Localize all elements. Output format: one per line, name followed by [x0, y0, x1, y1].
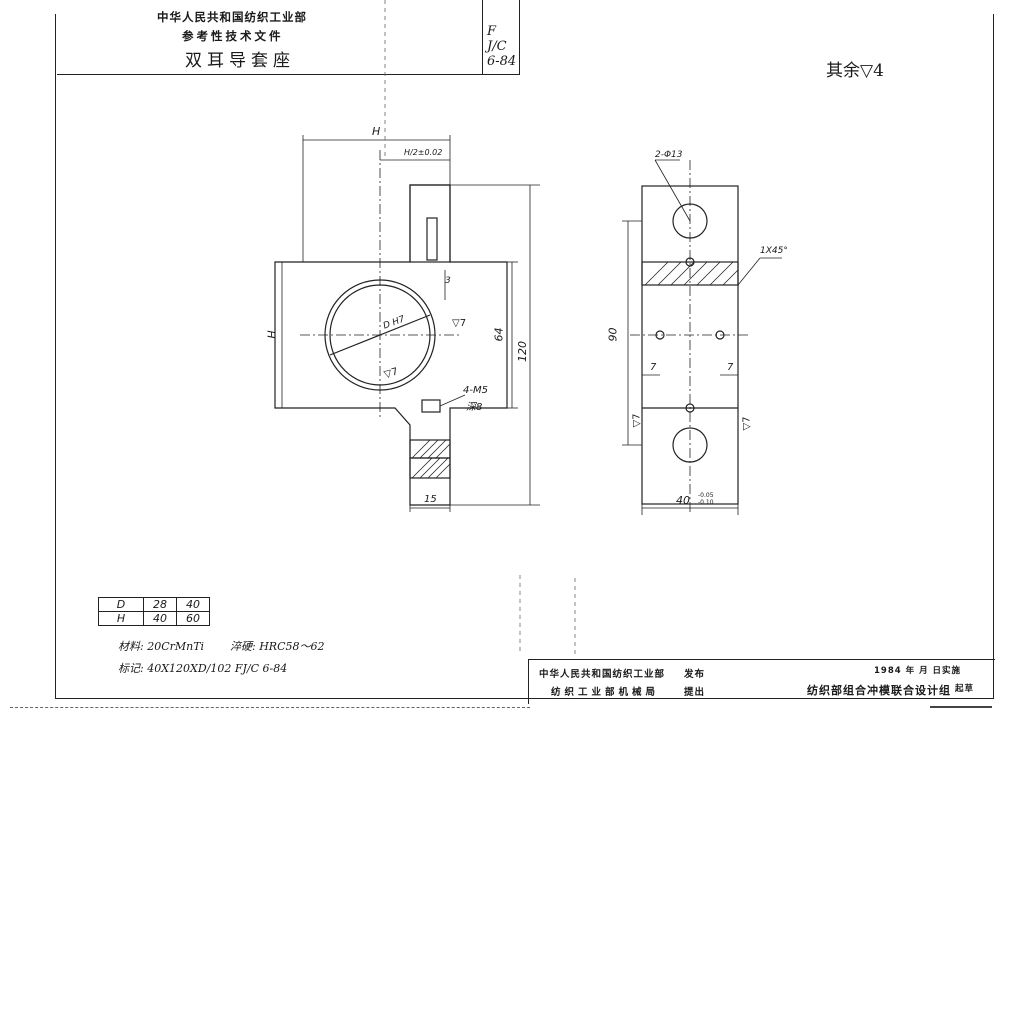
doc-code: F J/C 6-84 — [487, 24, 517, 69]
dim-width-40: 40 — [676, 494, 690, 507]
hardness-note: 淬硬: HRC58～62 — [230, 640, 325, 653]
draft-label: 起草 — [955, 684, 975, 694]
side-view — [274, 135, 540, 512]
table-cell: 60 — [176, 611, 210, 626]
drawing-frame — [55, 14, 994, 699]
dim-chamfer: 1X45° — [760, 246, 788, 256]
material-note: 材料: 20CrMnTi — [118, 640, 205, 653]
dim-90: 90 — [606, 327, 620, 342]
dim-h-left: H — [265, 330, 279, 339]
dim-120: 120 — [516, 341, 529, 362]
issue-label: 发布 — [684, 669, 706, 680]
issuer-label: 中华人民共和国纺织工业部 — [539, 669, 666, 680]
dim-3: 3 — [445, 276, 451, 286]
table-cell: 28 — [143, 597, 177, 612]
table-cell: 40 — [176, 597, 210, 612]
part-name-title: 双耳导套座 — [185, 51, 295, 71]
proposer-label: 纺织工业部机械局 — [551, 687, 660, 698]
scan-artifact-line — [10, 707, 530, 708]
table-cell: H — [98, 611, 144, 626]
table-cell: D — [98, 597, 144, 612]
ministry-label: 中华人民共和国纺织工业部 — [157, 10, 307, 24]
dim-width-tol: -0.05 -0.10 — [698, 492, 714, 506]
dim-15: 15 — [424, 494, 437, 505]
front-view — [622, 159, 782, 515]
size-table: D 28 40 H 40 60 — [98, 597, 210, 626]
marking-note: 标记: 40X120XD/102 FJ/C 6-84 — [118, 662, 288, 675]
scan-artifact-line-2 — [930, 706, 992, 708]
dim-tap: 4-M5 — [463, 385, 488, 396]
date-label: 1984 年 月 日实施 — [874, 666, 962, 676]
drafter-label: 纺织部组合冲模联合设计组 — [807, 684, 951, 697]
dim-tap-depth: 深8 — [466, 402, 483, 413]
dim-7-left: 7 — [650, 362, 657, 373]
dim-rough-7-c: ▽7 — [631, 413, 643, 428]
propose-label: 提出 — [684, 687, 706, 698]
dim-rough-7-a: ▽7 — [452, 318, 467, 329]
dim-7-right: 7 — [727, 362, 734, 373]
dim-64: 64 — [492, 327, 506, 342]
table-row: H 40 60 — [98, 611, 210, 626]
dim-h-half: H/2±0.02 — [404, 148, 443, 157]
title-block: 中华人民共和国纺织工业部 发布 纺织工业部机械局 提出 1984 年 月 日实施… — [528, 659, 995, 704]
dim-hole-2: 2-Φ13 — [655, 150, 683, 160]
header-block: 中华人民共和国纺织工业部 参考性技术文件 双耳导套座 F J/C 6-84 — [57, 0, 520, 75]
table-cell: 40 — [143, 611, 177, 626]
surface-roughness-note: 其余▽4 — [826, 61, 884, 81]
header-divider — [482, 0, 483, 74]
doc-type-label: 参考性技术文件 — [182, 29, 284, 43]
dim-rough-7-d: ▽7 — [741, 416, 753, 431]
table-row: D 28 40 — [98, 597, 210, 612]
dim-h-top: H — [372, 125, 381, 138]
